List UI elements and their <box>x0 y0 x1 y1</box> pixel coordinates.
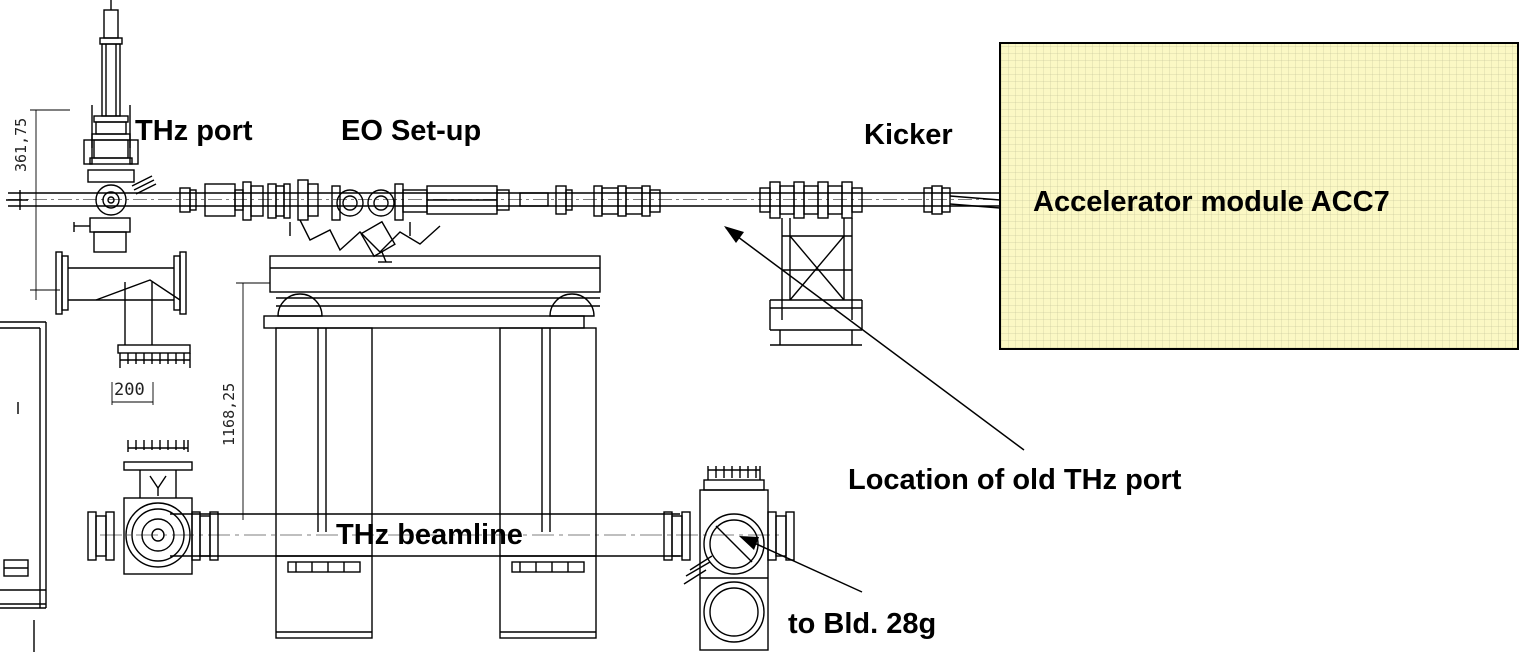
eo-setup-components <box>179 179 573 263</box>
label-thz-beamline: THz beamline <box>336 519 523 551</box>
dimension-1168: 1168,25 <box>220 382 238 446</box>
dimension-361: 361,75 <box>12 117 30 172</box>
left-edge-components <box>0 190 47 652</box>
thz-beamline-pipe <box>100 513 780 557</box>
lower-right-mirror-chamber <box>663 466 795 651</box>
lower-left-mirror-chamber <box>87 440 219 575</box>
annotation-arrows <box>725 227 1025 593</box>
arrowhead-old-thz-port <box>724 226 744 243</box>
label-eo-setup: EO Set-up <box>341 115 482 147</box>
kicker-assembly <box>759 181 863 346</box>
label-to-bld: to Bld. 28g <box>788 608 937 640</box>
thz-port-assembly <box>73 0 157 253</box>
lower-cross-chamber <box>55 251 191 368</box>
accelerator-module-box <box>999 42 1519 350</box>
module-connection-flange <box>923 185 1001 215</box>
arrow-to-bld <box>740 536 863 593</box>
support-structure <box>263 255 601 639</box>
label-kicker: Kicker <box>864 119 953 151</box>
dimension-200: 200 <box>114 380 145 400</box>
arrow-old-thz-port <box>725 227 1025 451</box>
label-thz-port: THz port <box>135 115 253 147</box>
upper-beam-pipe <box>8 192 1000 207</box>
mid-flanges <box>593 185 661 217</box>
label-old-thz-port: Location of old THz port <box>848 464 1182 496</box>
label-accelerator-module: Accelerator module ACC7 <box>1033 186 1390 218</box>
dimension-lines <box>30 109 270 520</box>
arrowhead-to-bld <box>739 536 759 550</box>
